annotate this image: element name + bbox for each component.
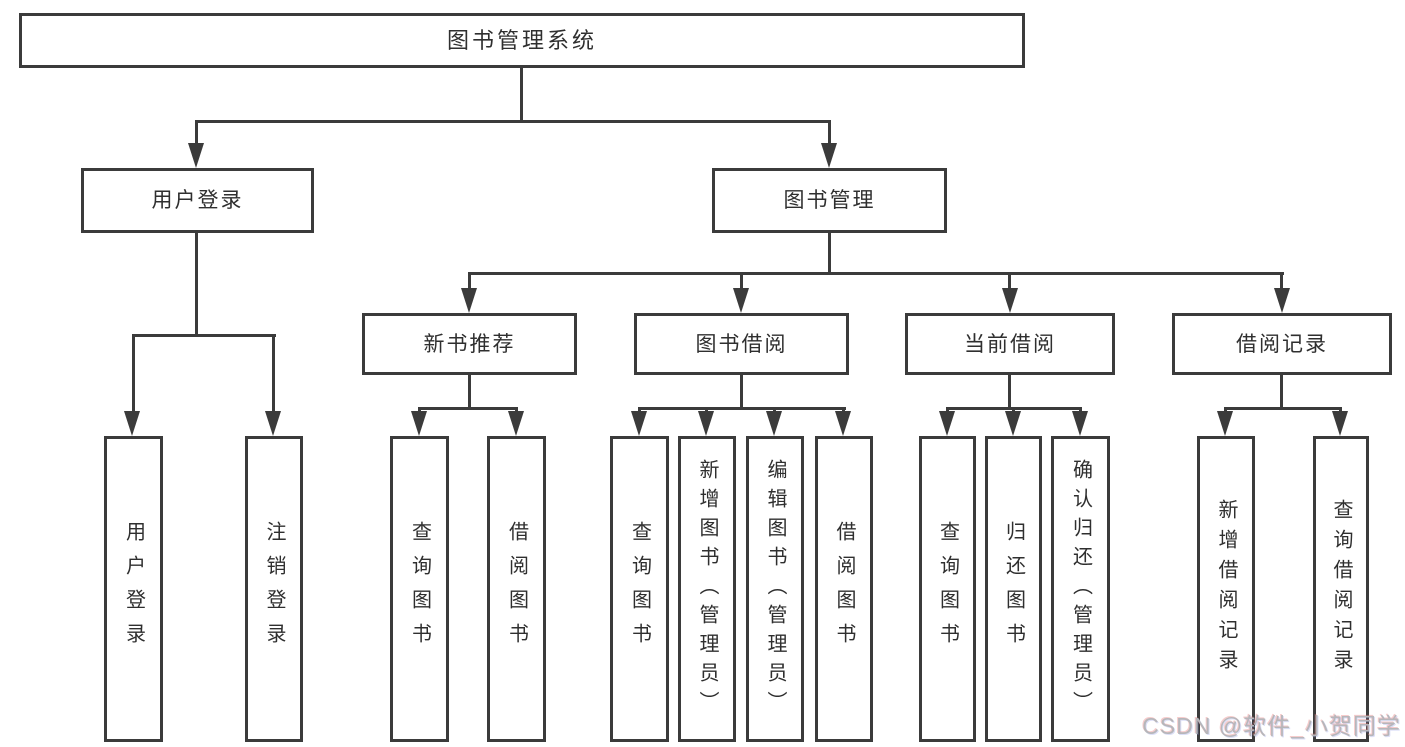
leaf-edit-book-admin: 编辑图书（管理员） [746, 436, 804, 742]
arrow-down-icon [835, 411, 851, 436]
connector-line [1280, 375, 1283, 409]
arrow-down-icon [1002, 288, 1018, 313]
leaf-label: 新增借阅记录 [1215, 499, 1237, 679]
arrow-down-icon [698, 411, 714, 436]
leaf-label: 查询图书 [936, 521, 959, 657]
arrow-down-icon [265, 411, 281, 436]
connector-line [132, 334, 276, 337]
arrow-down-icon [939, 411, 955, 436]
connector-line [828, 120, 831, 146]
connector-line [520, 68, 523, 122]
arrow-down-icon [1005, 411, 1021, 436]
connector-line [272, 334, 275, 412]
leaf-query-borrow-record: 查询借阅记录 [1313, 436, 1369, 742]
node-book-management: 图书管理 [712, 168, 947, 233]
node-label: 用户登录 [151, 189, 244, 212]
connector-line [828, 233, 831, 274]
connector-line [740, 375, 743, 409]
connector-line [638, 407, 846, 410]
arrow-down-icon [821, 143, 837, 168]
leaf-label: 查询借阅记录 [1330, 499, 1352, 679]
csdn-watermark: CSDN @软件_小贺同学 [1142, 713, 1401, 739]
arrow-down-icon [124, 411, 140, 436]
arrow-down-icon [631, 411, 647, 436]
leaf-return-book: 归还图书 [985, 436, 1042, 742]
leaf-label: 归还图书 [1002, 521, 1025, 657]
node-label: 图书管理 [783, 189, 876, 212]
arrow-down-icon [1217, 411, 1233, 436]
leaf-add-book-admin: 新增图书（管理员） [678, 436, 736, 742]
leaf-add-borrow-record: 新增借阅记录 [1197, 436, 1255, 742]
connector-line [1280, 272, 1283, 292]
leaf-label: 新增图书（管理员） [696, 458, 718, 720]
node-label: 新书推荐 [423, 332, 516, 356]
node-current-borrow: 当前借阅 [905, 313, 1115, 375]
arrow-down-icon [1332, 411, 1348, 436]
node-label: 借阅记录 [1236, 332, 1328, 356]
arrow-down-icon [461, 288, 477, 313]
arrow-down-icon [1274, 288, 1290, 313]
node-root-label: 图书管理系统 [446, 27, 597, 53]
arrow-down-icon [766, 411, 782, 436]
connector-line [1224, 407, 1342, 410]
arrow-down-icon [733, 288, 749, 313]
leaf-label: 确认归还（管理员） [1069, 458, 1092, 720]
arrow-down-icon [411, 411, 427, 436]
connector-line [132, 334, 135, 412]
leaf-query-book: 查询图书 [919, 436, 976, 742]
connector-line [468, 375, 471, 409]
connector-line [195, 120, 831, 123]
node-label: 图书借阅 [695, 332, 788, 356]
leaf-query-book: 查询图书 [610, 436, 669, 742]
leaf-label: 借阅图书 [505, 521, 528, 657]
connector-line [1008, 375, 1011, 409]
leaf-borrow-book: 借阅图书 [815, 436, 873, 742]
arrow-down-icon [508, 411, 524, 436]
connector-line [740, 272, 743, 292]
leaf-label: 借阅图书 [833, 521, 855, 657]
leaf-label: 注销登录 [263, 521, 285, 657]
leaf-label: 查询图书 [408, 521, 431, 657]
node-book-borrow: 图书借阅 [634, 313, 849, 375]
node-label: 当前借阅 [964, 332, 1056, 356]
connector-line [195, 120, 198, 146]
leaf-query-book: 查询图书 [390, 436, 449, 742]
connector-line [1008, 272, 1011, 292]
arrow-down-icon [1072, 411, 1088, 436]
leaf-label: 编辑图书（管理员） [764, 458, 786, 720]
leaf-logout: 注销登录 [245, 436, 303, 742]
connector-line [418, 407, 518, 410]
connector-line [468, 272, 1284, 275]
connector-line [195, 233, 198, 336]
leaf-borrow-book: 借阅图书 [487, 436, 546, 742]
leaf-label: 用户登录 [122, 521, 145, 657]
node-new-book-recommend: 新书推荐 [362, 313, 577, 375]
node-user-login: 用户登录 [81, 168, 314, 233]
arrow-down-icon [188, 143, 204, 168]
leaf-user-login: 用户登录 [104, 436, 163, 742]
leaf-confirm-return-admin: 确认归还（管理员） [1051, 436, 1110, 742]
node-root: 图书管理系统 [19, 13, 1025, 68]
connector-line [468, 272, 471, 292]
leaf-label: 查询图书 [628, 521, 651, 657]
node-borrow-records: 借阅记录 [1172, 313, 1392, 375]
